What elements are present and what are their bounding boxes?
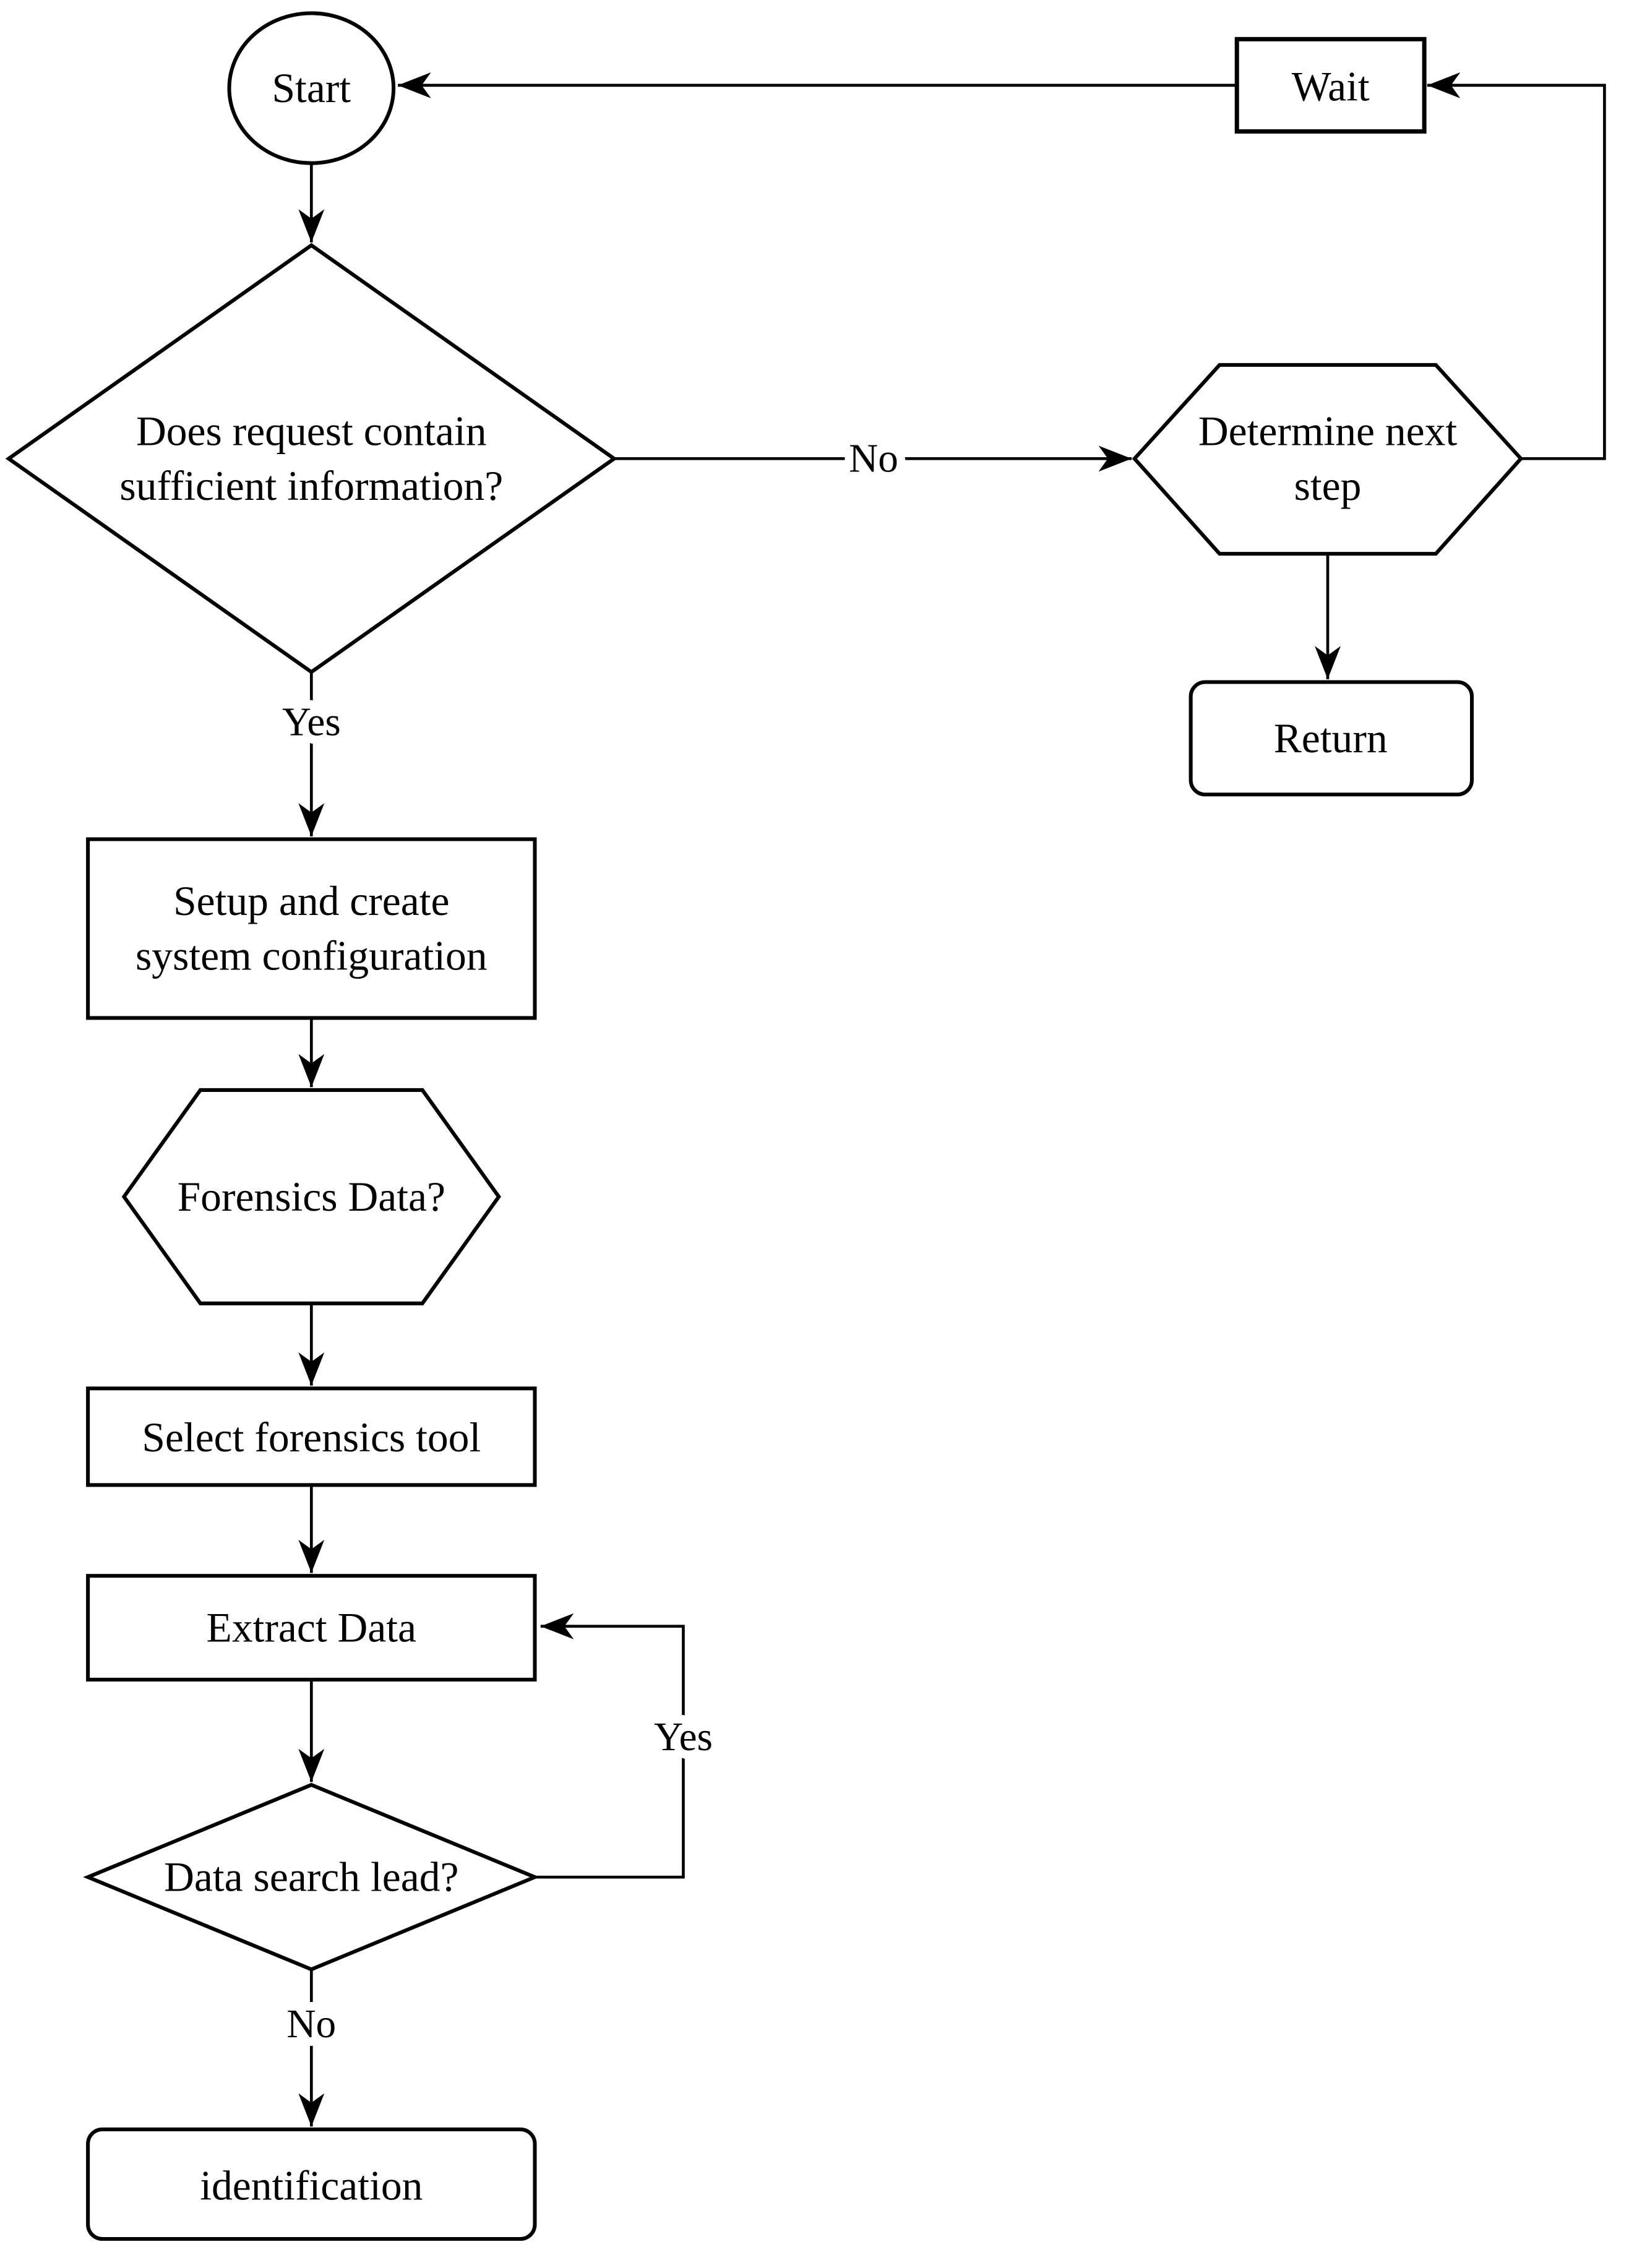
node-determine-next-step: Determine next step: [1132, 363, 1524, 556]
node-request-decision: Does request contain sufficient informat…: [5, 243, 617, 674]
setup-label-line1: Setup and create: [173, 878, 449, 924]
edge-determine-to-wait: [1427, 72, 1606, 460]
request-decision-diamond-shape: [5, 243, 617, 674]
node-identification: identification: [86, 2127, 537, 2241]
node-lead-decision: Data search lead?: [83, 1782, 540, 1972]
request-decision-label-line2: sufficient information?: [119, 463, 503, 509]
start-label: Start: [272, 65, 351, 111]
node-start: Start: [227, 11, 396, 165]
wait-process-shape: [1234, 37, 1427, 134]
select-tool-label: Select forensics tool: [142, 1414, 481, 1461]
determine-next-step-label-line2: step: [1294, 463, 1362, 509]
node-forensics-data: Forensics Data?: [121, 1088, 501, 1305]
forensics-data-label: Forensics Data?: [178, 1174, 445, 1220]
setup-label-line2: system configuration: [135, 933, 488, 979]
start-terminator-shape: [227, 11, 396, 165]
node-select-tool: Select forensics tool: [86, 1386, 537, 1487]
edge-label-lead-yes: Yes: [654, 1715, 713, 1759]
node-wait: Wait: [1234, 37, 1427, 134]
edge-label-request-yes: Yes: [282, 700, 341, 745]
request-decision-label-line1: Does request contain: [136, 408, 487, 455]
edge-label-request-no: No: [849, 436, 898, 481]
identification-label: identification: [200, 2162, 423, 2209]
edge-label-lead-no: No: [286, 2002, 336, 2047]
extract-data-process-shape: [86, 1574, 537, 1682]
identification-rounded-shape: [86, 2127, 537, 2241]
node-setup: Setup and create system configuration: [86, 837, 537, 1020]
wait-label: Wait: [1292, 64, 1370, 110]
select-tool-process-shape: [86, 1386, 537, 1487]
determine-next-step-hexagon-shape: [1132, 363, 1524, 556]
edge-lead-yes-loop: [535, 1613, 685, 1879]
node-return: Return: [1188, 680, 1474, 797]
node-extract-data: Extract Data: [86, 1574, 537, 1682]
return-rounded-shape: [1188, 680, 1474, 797]
forensics-data-hexagon-shape: [121, 1088, 501, 1305]
setup-process-shape: [86, 837, 537, 1020]
return-label: Return: [1274, 715, 1388, 762]
lead-decision-label: Data search lead?: [164, 1854, 458, 1901]
determine-next-step-label-line1: Determine next: [1198, 408, 1458, 455]
lead-decision-diamond-shape: [83, 1782, 540, 1972]
extract-data-label: Extract Data: [207, 1605, 417, 1651]
